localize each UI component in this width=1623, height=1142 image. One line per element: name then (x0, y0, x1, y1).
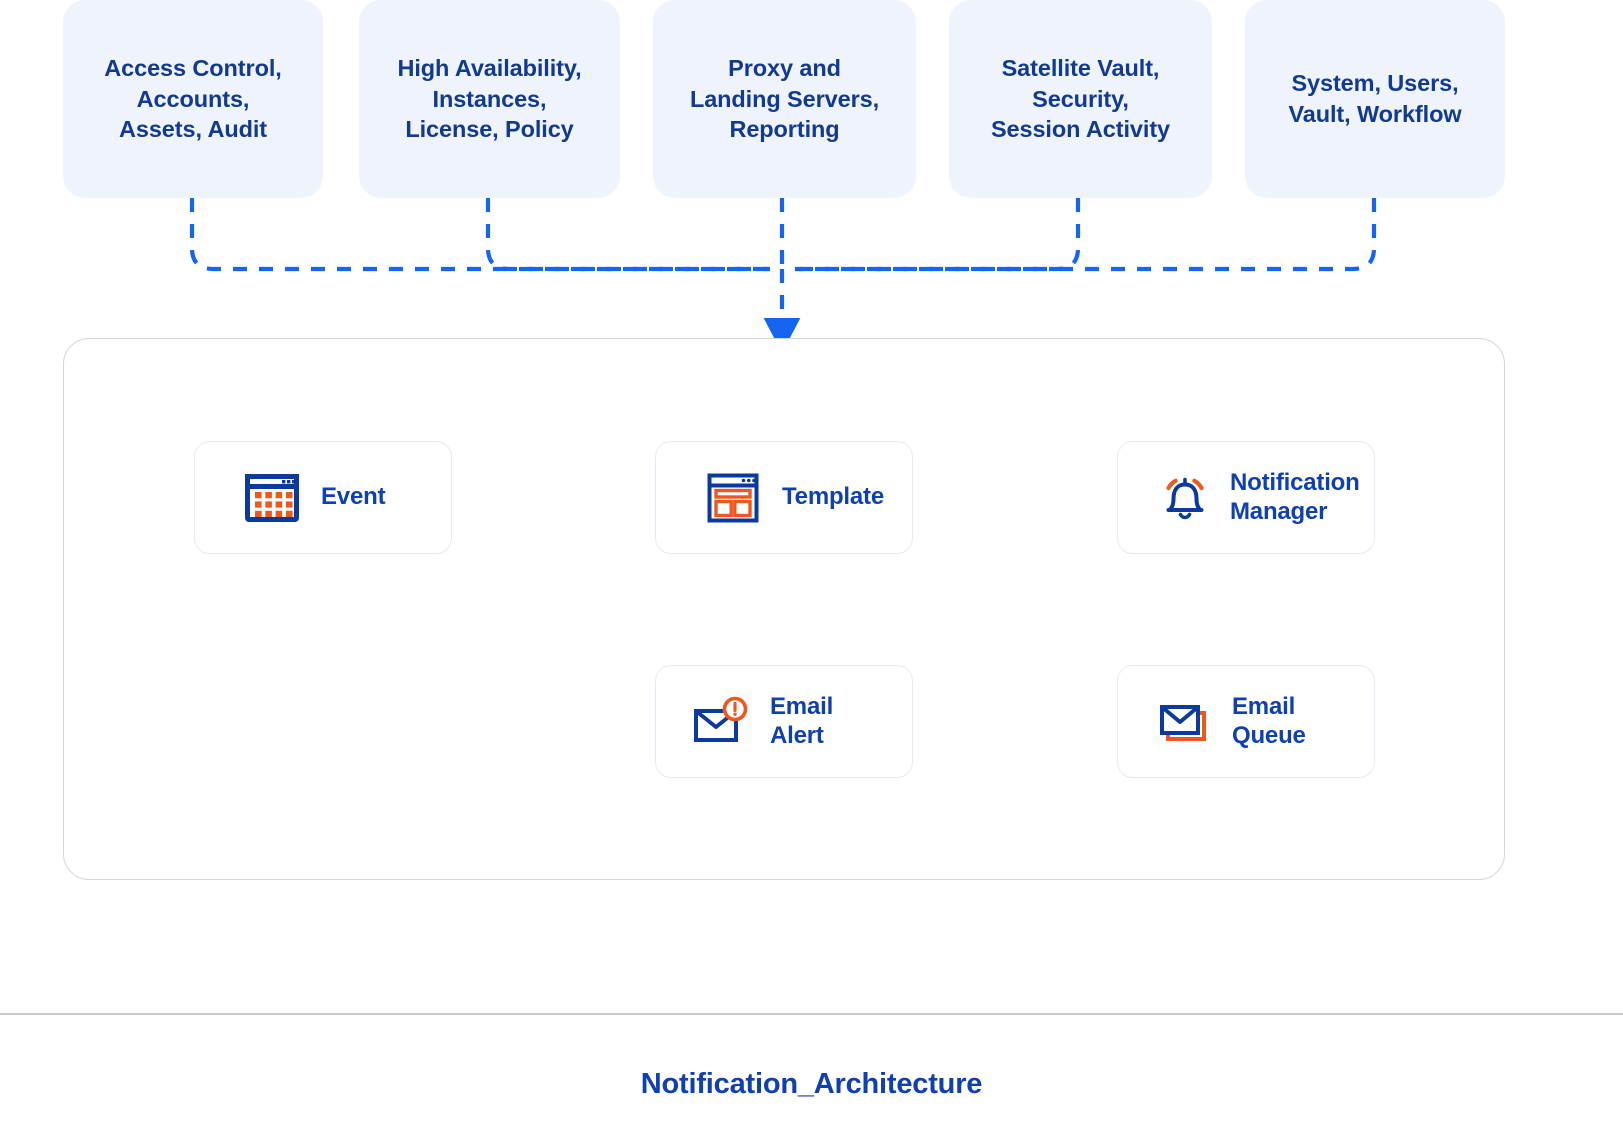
source-box-proxy-landing[interactable]: Proxy and Landing Servers, Reporting (653, 0, 916, 198)
connector-access-control (189, 198, 770, 272)
connector-satellite-vault (795, 198, 1081, 272)
source-box-label: High Availability, Instances, License, P… (397, 55, 582, 143)
envelope-stack-icon (1152, 691, 1214, 753)
node-notification-manager[interactable]: Notification Manager (1117, 441, 1375, 554)
source-box-access-control[interactable]: Access Control, Accounts, Assets, Audit (63, 0, 323, 198)
node-email-queue[interactable]: Email Queue (1117, 665, 1375, 778)
source-box-label: Access Control, Accounts, Assets, Audit (104, 55, 282, 143)
source-box-system-users[interactable]: System, Users, Vault, Workflow (1245, 0, 1505, 198)
node-label: Email Alert (770, 693, 834, 749)
source-box-label: Proxy and Landing Servers, Reporting (689, 55, 880, 143)
source-box-satellite-vault[interactable]: Satellite Vault, Security, Session Activ… (949, 0, 1212, 198)
node-template[interactable]: Template (655, 441, 913, 554)
node-event[interactable]: Event (194, 441, 452, 554)
diagram-title: Notification_Architecture (640, 1068, 983, 1100)
source-box-high-availability[interactable]: High Availability, Instances, License, P… (359, 0, 620, 198)
node-label: Email Queue (1232, 693, 1306, 749)
source-box-label: Satellite Vault, Security, Session Activ… (990, 55, 1171, 143)
node-label: Notification Manager (1230, 469, 1360, 525)
footer-divider (0, 1013, 1623, 1015)
calendar-grid-icon (241, 467, 303, 529)
connector-system-users (795, 198, 1377, 272)
source-systems-row: Access Control, Accounts, Assets, Audit … (63, 0, 1505, 198)
node-label: Event (321, 483, 386, 511)
notification-container (63, 338, 1505, 880)
connector-high-availability (485, 198, 770, 272)
envelope-alert-icon (690, 691, 752, 753)
node-email-alert[interactable]: Email Alert (655, 665, 913, 778)
node-label: Template (782, 483, 884, 511)
bell-icon (1154, 467, 1216, 529)
template-window-icon (702, 467, 764, 529)
source-box-label: System, Users, Vault, Workflow (1288, 70, 1462, 127)
